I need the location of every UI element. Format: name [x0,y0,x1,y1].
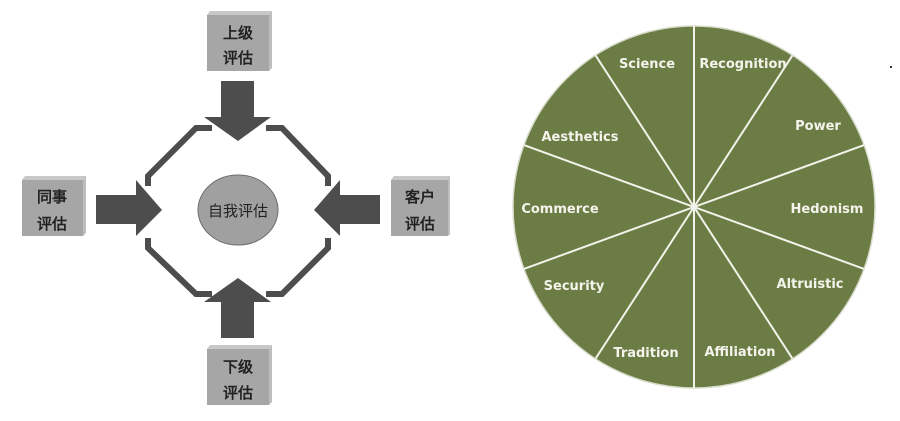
stray-dot [890,66,892,68]
slice-label-security: Security [544,279,605,294]
source-label-right-2: 评估 [405,215,435,233]
slice-label-commerce: Commerce [521,202,598,217]
slice-label-tradition: Tradition [613,346,678,361]
slice-label-affiliation: Affiliation [704,345,775,360]
arrow-right-icon [96,180,162,236]
source-box-right: 客户 评估 [391,176,450,236]
arrow-left-icon [314,180,380,236]
center-label: 自我评估 [208,202,268,220]
source-box-top: 上级 评估 [207,11,272,71]
center-ellipse [197,174,279,246]
arrow-down-icon [204,81,271,141]
feedback-diagram: 自我评估 上级 评估 同事 评估 客户 评估 下级 评估 [22,11,450,405]
wheel-hub [692,205,696,209]
source-box-left: 同事 评估 [22,176,86,236]
source-box-bottom: 下级 评估 [207,345,272,405]
source-label-bottom-1: 下级 [223,358,254,376]
source-label-right-1: 客户 [404,188,435,206]
source-label-left-2: 评估 [37,215,67,233]
octagon-ring [145,125,331,297]
source-label-top-1: 上级 [223,24,254,42]
source-label-top-2: 评估 [223,49,253,67]
ring-segment-bottom-left [145,238,212,297]
slice-label-recognition: Recognition [699,57,786,72]
slice-label-altruistic: Altruistic [777,277,844,292]
source-label-bottom-2: 评估 [223,384,253,402]
ring-segment-bottom-right [266,238,331,297]
source-label-left-1: 同事 [37,188,67,206]
ring-segment-top-right [266,125,331,186]
ring-segment-top-left [145,125,212,186]
slice-label-power: Power [795,119,841,134]
slice-label-hedonism: Hedonism [791,202,864,217]
slice-label-aesthetics: Aesthetics [541,130,618,145]
values-wheel: Science Recognition Power Aesthetics Com… [512,25,892,389]
slice-label-science: Science [619,57,675,72]
arrow-up-icon [204,278,271,338]
